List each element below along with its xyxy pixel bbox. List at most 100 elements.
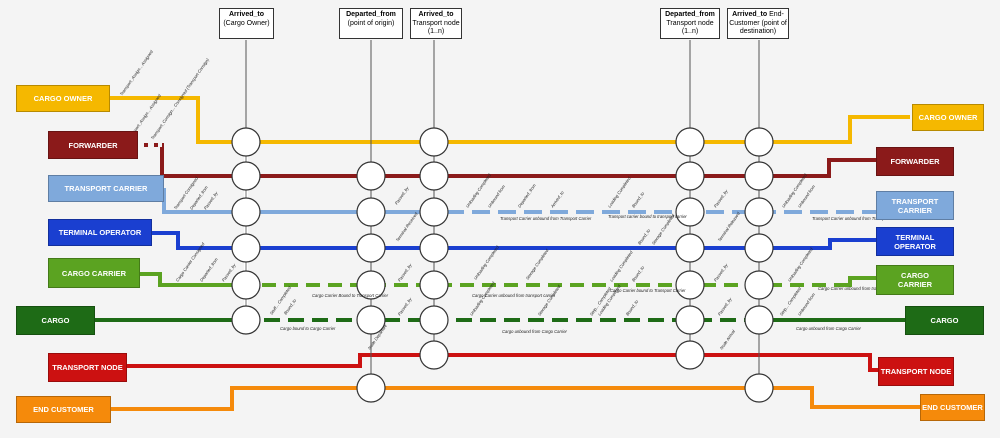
header-title: Arrived_to: [418, 11, 454, 18]
annotation-storage: Storage Completed: [537, 284, 562, 317]
annotation-cc-bound-tc: Cargo Carrier Bound to Transport Carrier: [312, 293, 389, 298]
actor-label: FORWARDER: [890, 157, 940, 166]
event-node: [231, 270, 261, 300]
annotation-node-arrival: Node Arrival: [719, 328, 737, 350]
event-node: [675, 127, 705, 157]
actor-label: CARGO OWNER: [33, 94, 93, 103]
event-node: [675, 270, 705, 300]
event-node: [744, 373, 774, 403]
actor-label-line2: CARRIER: [897, 280, 933, 289]
annotation-passed-by: Passed_by: [717, 296, 733, 317]
annotation-loading: Loading Completed: [609, 249, 634, 282]
annotation-passed-by: Passed_by: [397, 296, 413, 317]
event-node: [231, 233, 261, 263]
annotation-terminal-arrived: Terminal Received: [395, 211, 419, 243]
annotation-cc-unbound-tc: Cargo Carrier unbound from transport car…: [818, 286, 902, 291]
event-node: [675, 340, 705, 370]
actor-label: CARGO: [41, 316, 70, 325]
annotation-bound-to: Bound_to: [631, 190, 646, 208]
header-subtitle: Customer (point of: [729, 19, 787, 27]
event-node: [356, 197, 386, 227]
header-title: Arrived_to End-: [732, 11, 784, 18]
event-node: [356, 233, 386, 263]
actor-label: TERMINAL OPERATOR: [58, 228, 142, 237]
event-node: [675, 305, 705, 335]
lane-transport-carrier: [162, 188, 420, 214]
lane-cargo-carrier-end: [840, 276, 876, 287]
actor-left-terminal-operator: TERMINAL OPERATOR: [48, 219, 152, 246]
event-node: [744, 270, 774, 300]
actor-label: END CUSTOMER: [922, 403, 983, 412]
annotation-cargo-unbound-cc2: Cargo unbound from Cargo Carrier: [796, 326, 862, 331]
lane-cargo-owner: [110, 96, 910, 144]
event-node: [744, 161, 774, 191]
actor-right-cargo: CARGO: [905, 306, 984, 335]
event-node: [419, 305, 449, 335]
event-node: [419, 233, 449, 263]
event-node: [231, 197, 261, 227]
lane-terminal-operator: [152, 231, 876, 250]
header-subtitle: Transport node: [666, 19, 714, 27]
column-header-2: Departed_from(point of origin): [339, 8, 403, 39]
event-node: [231, 161, 261, 191]
annotation-departed-from: Departed_from: [517, 182, 537, 208]
actor-label: TERMINAL: [895, 232, 935, 242]
annotation-arrived: Arrived_to: [549, 190, 565, 210]
annotation-tc-bound-tc: Transport carrier bound to transport car…: [608, 214, 687, 219]
column-header-1: Arrived_to(Cargo Owner): [219, 8, 274, 39]
event-node: [744, 197, 774, 227]
actor-left-end-customer: END CUSTOMER: [16, 396, 111, 423]
annotation-passed-by: Passed_by: [203, 190, 219, 211]
actor-label: TRANSPORT CARRIER: [64, 184, 148, 193]
event-node: [419, 197, 449, 227]
annotation-cc-unbound-tc: Cargo Carrier unbound from transport car…: [472, 293, 556, 298]
annotation-passed-by: Passed_by: [713, 262, 729, 283]
event-node: [419, 161, 449, 191]
event-node: [675, 161, 705, 191]
lane-cargo-carrier: [140, 272, 240, 287]
annotation-tc-unbound: Transport Carrier unbound from Transport…: [500, 216, 592, 221]
event-node: [675, 233, 705, 263]
event-node: [744, 127, 774, 157]
actor-label: CARGO OWNER: [918, 113, 978, 122]
header-subtitle: Transport node: [412, 19, 460, 27]
header-title-extra: End-: [769, 11, 784, 18]
annotation-storage: Storage Completed: [525, 248, 550, 281]
lane-end-customer: [111, 386, 920, 411]
annotation-bound-to: Bound_to: [631, 264, 646, 282]
actor-right-forwarder: FORWARDER: [876, 147, 954, 176]
actor-left-forwarder: FORWARDER: [48, 131, 138, 159]
lane-transport-node: [127, 353, 878, 372]
annotation-unloading: Unloading Completed: [787, 246, 815, 282]
event-node: [744, 305, 774, 335]
header-extra: (1..n): [681, 28, 699, 35]
annotation-bound-to: Bound_to: [283, 297, 298, 315]
actor-label: FORWARDER: [68, 140, 118, 150]
actor-left-transport-node: TRANSPORT NODE: [48, 353, 127, 382]
header-title: Arrived_to: [228, 11, 264, 18]
event-node: [419, 127, 449, 157]
annotation-loading: Loading Completed: [607, 175, 632, 208]
actor-label: TRANSPORT CARRIER: [891, 196, 939, 215]
annotation-unbound: Unbound from: [797, 292, 817, 317]
actor-right-transport-node: TRANSPORT NODE: [878, 357, 954, 386]
event-node: [356, 373, 386, 403]
actor-label: CARGO CARRIER: [61, 268, 127, 278]
event-node: [675, 197, 705, 227]
actor-label: TRANSPORT NODE: [880, 367, 952, 376]
event-node: [231, 305, 261, 335]
header-title: Departed_from: [346, 11, 396, 18]
event-node: [356, 161, 386, 191]
annotation-passed-by: Passed_by: [397, 262, 413, 283]
actor-right-transport-carrier: TRANSPORT CARRIER: [876, 191, 954, 220]
actor-left-cargo: CARGO: [16, 306, 95, 335]
actor-right-end-customer: END CUSTOMER: [920, 394, 985, 421]
annotation-cargo-bound-cc: Cargo bound to Cargo Carrier: [280, 326, 336, 331]
annotation-passed-by: Passed_by: [394, 185, 410, 206]
